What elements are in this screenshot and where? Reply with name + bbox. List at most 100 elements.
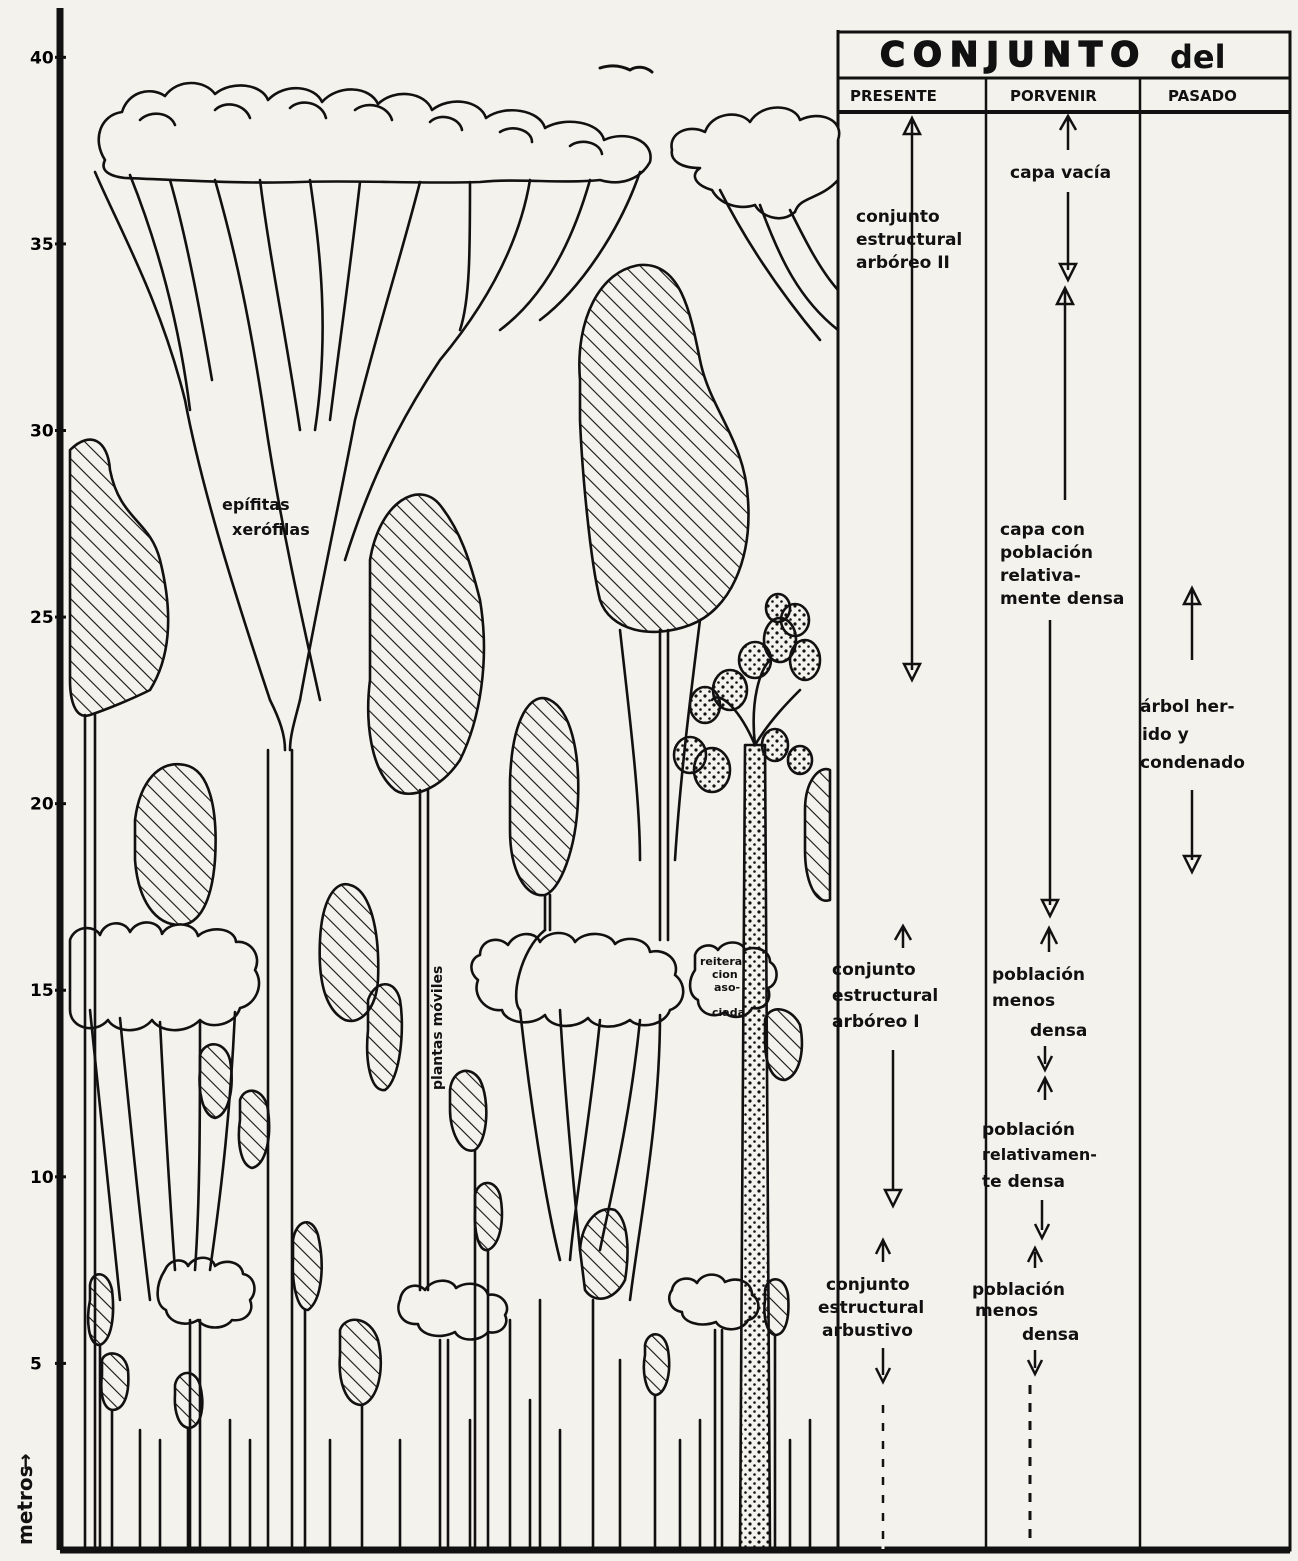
- axis-label-arrow: →: [13, 1453, 37, 1470]
- hatched-crowns: [70, 265, 830, 1428]
- axis-tick-label: 15: [30, 981, 54, 1001]
- reiteracion-line4: ciada: [712, 1006, 745, 1019]
- arrow-menos1-bottom: [1038, 1046, 1052, 1070]
- menos1-line3: densa: [1030, 1021, 1087, 1041]
- table-title-del: del: [1170, 38, 1226, 76]
- axis-tick-label: 20: [30, 795, 54, 815]
- table-title-conjunto: CONJUNTO: [880, 35, 1147, 75]
- right-canopy-fragment: [672, 108, 840, 341]
- arbustivo-line2: estructural: [818, 1298, 924, 1318]
- emergent-tree-crown: [99, 83, 651, 183]
- crown-bottom-3: [475, 1183, 502, 1250]
- arrow-vacia: [1060, 116, 1076, 280]
- pasado-arbol: árbol her- ido y condenado: [1140, 588, 1245, 872]
- structure-table: CONJUNTO del PRESENTE PORVENIR PASADO co…: [818, 32, 1290, 1550]
- epifitas-line2: xerófilas: [232, 520, 310, 539]
- col-header-porvenir: PORVENIR: [1010, 87, 1097, 105]
- arrow-densa-bottom: [1042, 620, 1058, 916]
- reiteracion-line3: aso-: [714, 981, 740, 994]
- reiteracion-line1: reitera-: [700, 955, 747, 968]
- crown-bottom-1: [450, 1071, 486, 1151]
- presente-arboreo-1: conjunto estructural arbóreo I: [832, 926, 938, 1206]
- crown-bottom-4: [293, 1222, 322, 1310]
- reiteracion-line2: cion: [712, 968, 738, 981]
- relativa-line3: te densa: [982, 1172, 1065, 1192]
- arrow-arbol-bottom: [1184, 790, 1200, 872]
- crown-bottom-12: [239, 1091, 269, 1168]
- epifitas-line1: epífitas: [222, 495, 290, 514]
- arbol-line2: ido y: [1142, 725, 1189, 745]
- crown-right-tall: [579, 265, 748, 632]
- menos2-line3: densa: [1022, 1325, 1079, 1345]
- menos2-line1: población: [972, 1280, 1065, 1300]
- cloud-crown-small-left: [158, 1258, 255, 1328]
- axis-label-metros: metros: [13, 1466, 37, 1545]
- arrow-arbol-top: [1184, 588, 1200, 660]
- arrow-menos1-top: [1041, 928, 1057, 952]
- crown-mid-upper: [510, 698, 578, 895]
- arrow-menos2-bottom: [1028, 1350, 1042, 1374]
- menos1-line1: población: [992, 965, 1085, 985]
- crown-right-mid: [805, 769, 830, 901]
- crown-bottom-6: [101, 1353, 128, 1410]
- crown-bottom-11: [200, 1044, 232, 1118]
- emergent-trunk: [268, 750, 292, 1550]
- arboreo1-line1: conjunto: [832, 960, 916, 980]
- dotted-palm: [674, 594, 820, 1550]
- birds: [600, 66, 652, 72]
- arbol-line1: árbol her-: [1140, 697, 1235, 717]
- forest-drawing: [70, 66, 839, 1550]
- menos2-line2: menos: [975, 1301, 1038, 1321]
- porvenir-relativa: población relativamen- te densa: [982, 1078, 1097, 1238]
- crown-bottom-5: [88, 1274, 113, 1345]
- arrow-densa-top: [1057, 288, 1073, 500]
- crown-left-mid: [135, 764, 216, 925]
- crown-bottom-7: [175, 1373, 202, 1428]
- cloud-crown-center: [471, 933, 683, 1027]
- axis-tick-label: 10: [30, 1168, 54, 1188]
- crown-bottom-8: [340, 1320, 381, 1405]
- menos1-line2: menos: [992, 991, 1055, 1011]
- crown-left-tall: [70, 440, 168, 716]
- arbustivo-line3: arbustivo: [822, 1321, 913, 1341]
- arbustivo-line1: conjunto: [826, 1275, 910, 1295]
- arrow-relativa-top: [1038, 1078, 1052, 1100]
- relativa-line1: población: [982, 1120, 1075, 1140]
- col-header-pasado: PASADO: [1168, 87, 1237, 105]
- arrow-arboreo2: [904, 118, 920, 680]
- porvenir-menos-1: población menos densa: [992, 928, 1087, 1070]
- presente-arbustivo: conjunto estructural arbustivo: [818, 1240, 924, 1550]
- porvenir-vacia: capa vacía: [1010, 116, 1111, 280]
- axis-tick-label: 40: [30, 48, 54, 68]
- arboreo1-line2: estructural: [832, 986, 938, 1006]
- crown-center-3: [367, 984, 402, 1090]
- densa-line3: relativa-: [1000, 566, 1081, 586]
- cloud-crown-small-center: [398, 1281, 507, 1340]
- crown-bottom-2: [580, 1209, 628, 1299]
- porvenir-menos-2: población menos densa: [972, 1248, 1079, 1550]
- arboreo1-line3: arbóreo I: [832, 1012, 920, 1032]
- arbol-line3: condenado: [1140, 753, 1245, 773]
- arboreo2-line3: arbóreo II: [856, 253, 950, 273]
- presente-arboreo-2: conjunto estructural arbóreo II: [856, 118, 962, 680]
- densa-line4: mente densa: [1000, 589, 1124, 609]
- densa-line1: capa con: [1000, 520, 1085, 540]
- vacia-label: capa vacía: [1010, 163, 1111, 183]
- cloud-crown-left: [70, 922, 259, 1030]
- axis-tick-label: 5: [30, 1354, 42, 1374]
- arrow-menos2-top: [1028, 1248, 1042, 1268]
- crown-bottom-10: [765, 1009, 802, 1080]
- moviles-label: plantas móviles: [430, 966, 446, 1090]
- relativa-line2: relativamen-: [982, 1145, 1097, 1164]
- crown-center: [368, 494, 484, 793]
- axis-tick-label: 25: [30, 608, 54, 628]
- col-header-presente: PRESENTE: [850, 87, 937, 105]
- axis-tick-label: 30: [30, 421, 54, 441]
- crown-bottom-9: [644, 1334, 669, 1395]
- axis-tick-label: 35: [30, 235, 54, 255]
- arboreo2-line1: conjunto: [856, 207, 940, 227]
- arrow-relativa-bottom: [1035, 1200, 1049, 1238]
- densa-line2: población: [1000, 543, 1093, 563]
- porvenir-densa: capa con población relativa- mente densa: [1000, 288, 1124, 916]
